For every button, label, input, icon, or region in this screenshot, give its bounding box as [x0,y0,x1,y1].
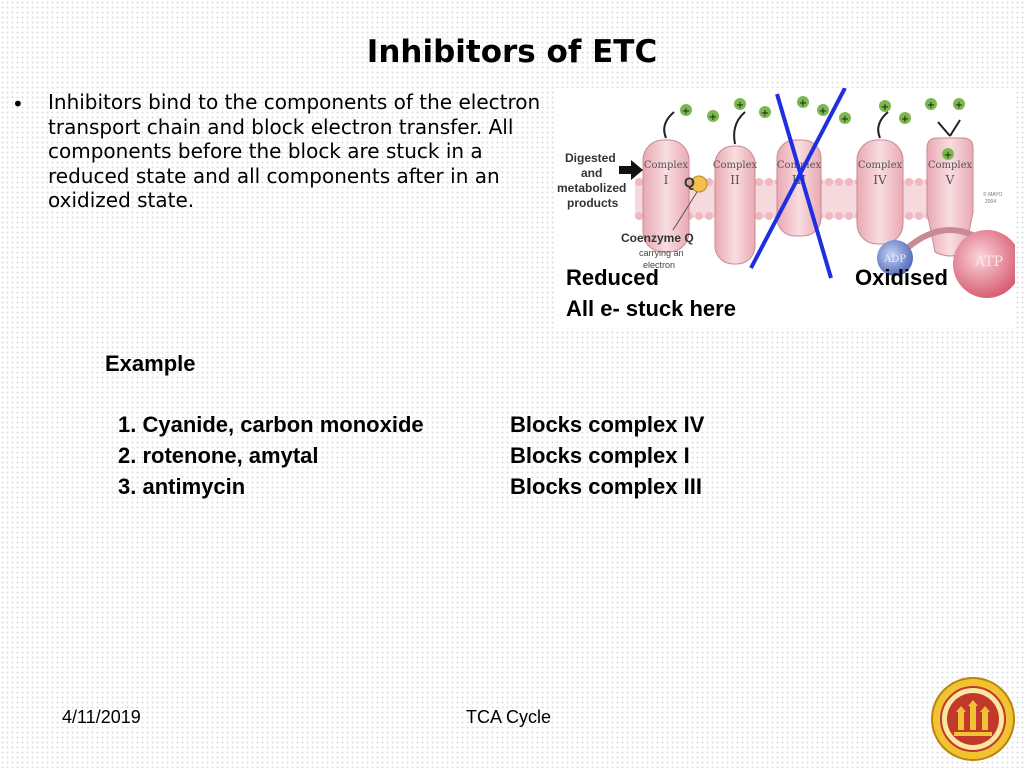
complex-5-num: V [945,173,955,187]
complex-5-name: Complex [928,160,973,171]
complex-4-num: IV [873,173,887,187]
complex-5-shape [926,137,974,257]
inhibitor-3: 3. antimycin [118,474,246,499]
coenzyme-q-icon [690,175,708,193]
inhibitor-1: 1. Cyanide, carbon monoxide [118,412,424,437]
svg-text:+: + [955,100,963,111]
coenzyme-sub-1: carrying an [639,248,684,258]
svg-text:+: + [944,150,952,161]
q-label: Q [684,174,695,190]
effect-1: Blocks complex IV [510,412,705,437]
proton-plus-icons: + + + + + + + + + + + + [680,96,965,161]
atp-icon [953,230,1015,298]
block-cross-line-1 [775,93,833,279]
effect-2: Blocks complex I [510,443,690,468]
bullet-point-icon: • [12,92,24,116]
proton-arrows [663,111,961,145]
complex-1-name: Complex [644,160,689,171]
bullet-text: Inhibitors bind to the components of the… [48,90,541,212]
svg-text:+: + [709,112,717,123]
credit-line-1: © MAYO [983,191,1003,198]
svg-text:+: + [901,114,909,125]
svg-text:+: + [761,108,769,119]
input-label-line-2: and [581,166,602,180]
complex-1-num: I [664,173,669,187]
svg-text:+: + [799,98,807,109]
input-label-line-3: metabolized [557,181,626,195]
credit-line-2: 2004 [985,199,996,205]
svg-text:+: + [736,100,744,111]
complex-4-name: Complex [858,160,903,171]
etc-diagram: Complex I Complex II Complex III Complex… [555,88,1015,328]
effect-3: Blocks complex III [510,474,702,499]
svg-text:+: + [819,106,827,117]
svg-text:+: + [841,114,849,125]
block-cross-line-2 [749,88,847,269]
svg-text:+: + [682,106,690,117]
complex-4-shape [856,139,904,245]
university-seal-icon [931,677,1015,761]
example-heading: Example [105,351,196,376]
footer-title: TCA Cycle [466,707,552,727]
inhibitor-2: 2. rotenone, amytal [118,443,319,468]
footer-date: 4/11/2019 [62,707,141,727]
complex-2-name: Complex [713,160,758,171]
svg-text:+: + [881,102,889,113]
slide-title: Inhibitors of ETC [366,34,658,70]
svg-text:+: + [927,100,935,111]
reduced-label: Reduced [566,265,659,290]
stuck-label: All e- stuck here [566,296,736,321]
coenzyme-label: Coenzyme Q [621,231,694,245]
coenzyme-sub-2: electron [643,260,675,270]
atp-label: ATP [974,254,1003,270]
input-label-line-1: Digested [565,151,616,165]
input-arrow-icon [619,160,643,180]
oxidised-label: Oxidised [855,265,948,290]
complex-1-shape [642,139,690,253]
adp-label: ADP [883,254,906,265]
input-label-line-4: products [567,196,619,210]
adp-icon [877,240,913,276]
complex-2-shape [714,145,756,265]
coenzyme-pointer [672,191,698,231]
complex-2-num: II [730,173,740,187]
